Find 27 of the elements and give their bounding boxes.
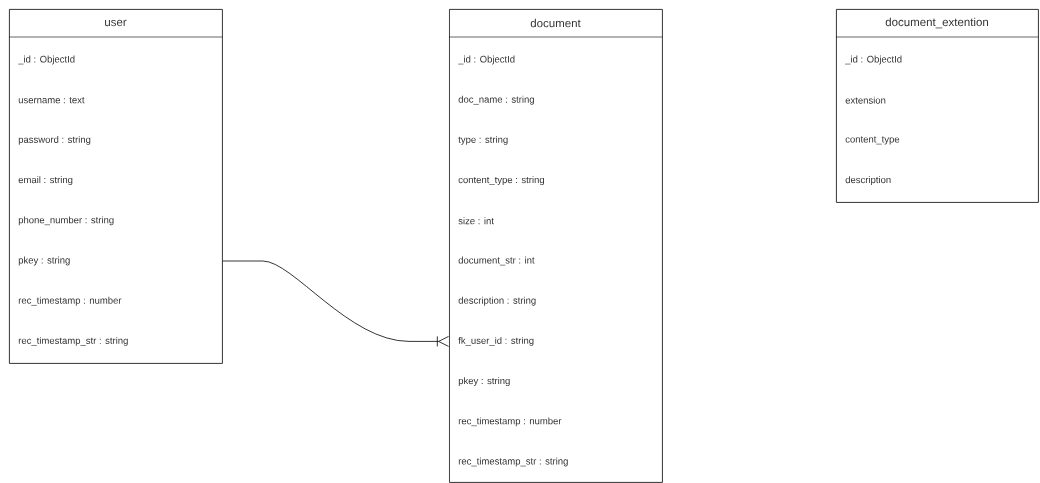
field-label: type : string [458,136,508,145]
field-label: fk_user_id : string [458,337,534,346]
field-label: description [845,176,891,186]
field-label: doc_name : string [458,95,534,105]
field-label: _id : ObjectId [845,55,902,65]
field-label: email : string [18,176,73,186]
field-label: pkey : string [458,377,510,387]
field-label: _id : ObjectId [18,55,75,65]
field-label: rec_timestamp : number [18,296,122,306]
field-label: content_type : string [458,176,544,186]
table-header: user [105,19,127,27]
field-label: size : int [458,217,494,225]
field-label: _id : ObjectId [458,55,515,65]
field-label: document_str : int [458,256,535,266]
field-label: content_type [845,136,900,145]
field-label: username : text [18,97,85,104]
field-label: pkey : string [18,256,70,266]
field-label: rec_timestamp : number [458,417,562,427]
relationship-line [222,260,449,347]
table-header: document [530,18,581,28]
field-label: description : string [458,296,536,306]
field-label: password : string [18,136,91,145]
field-label: rec_timestamp_str : string [18,337,128,346]
field-label: extension [845,96,886,104]
field-label: rec_timestamp_str : string [458,457,568,467]
table-header: document_extention [885,17,989,29]
field-label: phone_number : string [18,216,114,226]
